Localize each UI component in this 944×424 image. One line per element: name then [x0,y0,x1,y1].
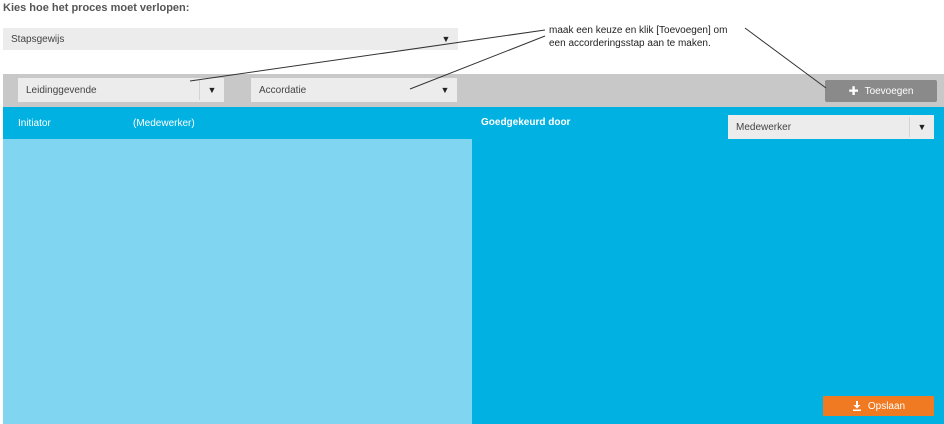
approver-select-value: Medewerker [736,121,792,133]
select-divider [909,117,910,137]
initiator-panel-header: Initiator (Medewerker) [3,107,472,139]
chevron-down-icon: ▼ [917,122,927,132]
pointer-to-add-button [744,27,827,89]
role-select[interactable]: Leidinggevende ▼ [18,78,224,102]
initiator-value: (Medewerker) [133,118,195,129]
initiator-label: Initiator [18,118,51,129]
save-button[interactable]: Opslaan [823,396,934,416]
process-select-value: Stapsgewijs [11,33,65,45]
add-step-button-label: Toevoegen [864,85,914,97]
action-select-value: Accordatie [259,84,307,96]
role-select-value: Leidinggevende [26,84,97,96]
pointer-to-action-select [409,35,546,90]
pointer-to-role-select [189,29,546,82]
approval-panel: Goedgekeurd door [472,107,944,424]
add-step-button[interactable]: ✚ Toevoegen [825,80,937,102]
chevron-down-icon: ▼ [207,85,217,95]
callout-line-2: een accorderingsstap aan te maken. [549,38,711,49]
approver-select[interactable]: Medewerker ▼ [728,115,934,139]
plus-icon: ✚ [848,84,859,98]
chevron-down-icon: ▼ [441,34,451,44]
download-icon [852,401,862,411]
page-heading: Kies hoe het proces moet verlopen: [3,2,190,14]
process-select[interactable]: Stapsgewijs ▼ [3,28,458,50]
save-button-label: Opslaan [867,400,906,412]
chevron-down-icon: ▼ [440,85,450,95]
callout-line-1: maak een keuze en klik [Toevoegen] om [549,25,728,36]
select-divider [199,80,200,100]
initiator-panel [3,107,472,424]
action-select[interactable]: Accordatie ▼ [251,78,457,102]
approved-by-label: Goedgekeurd door [481,117,571,128]
instruction-callout: maak een keuze en klik [Toevoegen] om ee… [549,24,759,50]
